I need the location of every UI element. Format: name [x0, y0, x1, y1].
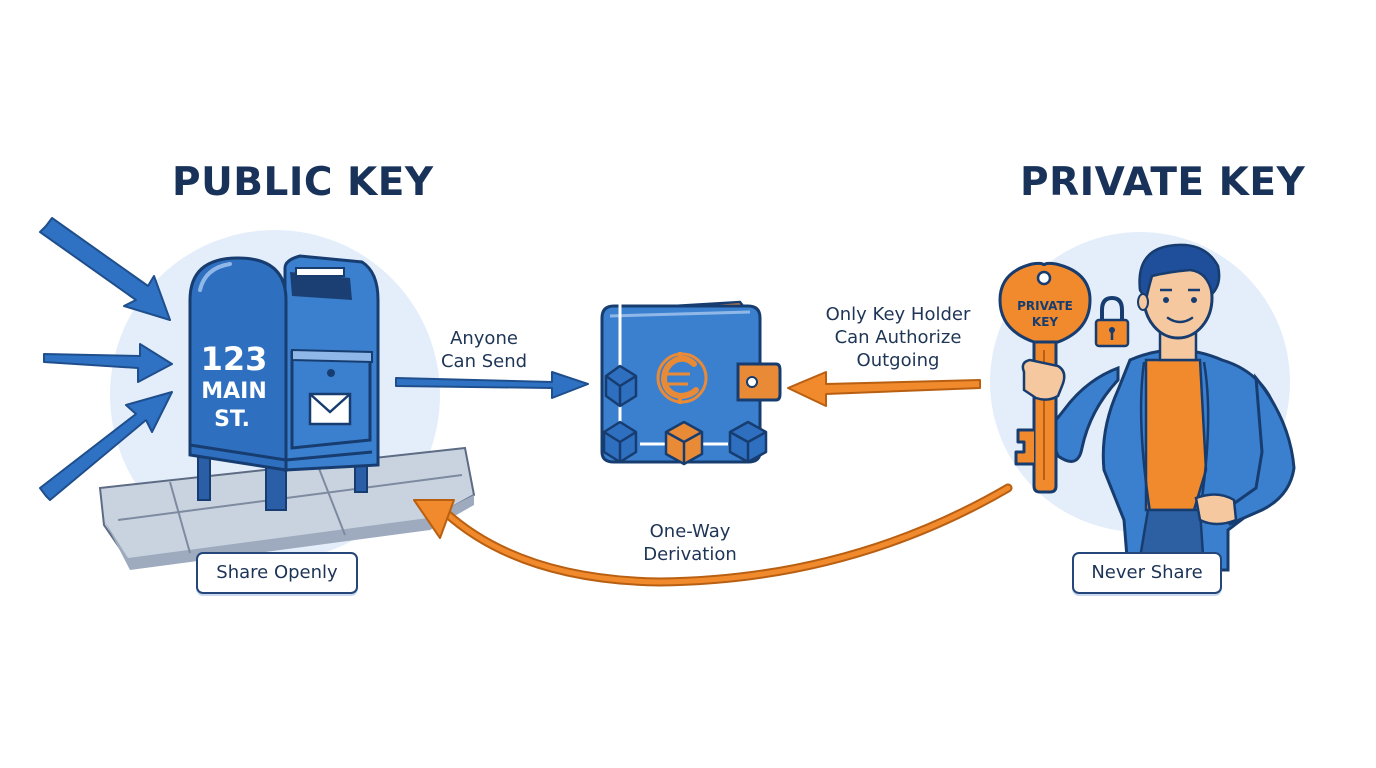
mailbox-address-line1: 123: [201, 340, 268, 378]
mailbox-icon: 123 MAIN ST.: [188, 254, 380, 511]
crypto-wallet-icon: [600, 300, 782, 466]
incoming-arrows: [39, 217, 173, 501]
derivation-arrow: [413, 483, 1013, 587]
only-key-holder-line1: Only Key Holder: [825, 304, 971, 325]
share-openly-badge: Share Openly: [196, 552, 358, 594]
only-key-holder-label: Only Key Holder Can Authorize Outgoing: [808, 303, 988, 372]
hand: [1021, 358, 1066, 401]
only-key-holder-line3: Outgoing: [856, 350, 940, 371]
key-icon: PRIVATE KEY: [998, 261, 1092, 494]
one-way-line2: Derivation: [643, 544, 737, 565]
one-way-derivation-label: One-Way Derivation: [630, 520, 750, 566]
anyone-can-send-line1: Anyone: [450, 328, 518, 349]
envelope-icon: [308, 392, 352, 426]
anyone-can-send-line2: Can Send: [440, 351, 528, 372]
never-share-badge: Never Share: [1072, 552, 1222, 594]
one-way-line1: One-Way: [649, 521, 731, 542]
mailbox-address-line3: ST.: [214, 407, 250, 432]
send-arrow: [395, 371, 589, 399]
public-key-title: PUBLIC KEY: [172, 160, 434, 205]
padlock-icon: [1094, 295, 1130, 348]
authorize-arrow: [787, 371, 981, 407]
anyone-can-send-label: Anyone Can Send: [434, 327, 534, 373]
key-label-line1: PRIVATE: [1017, 299, 1073, 313]
private-key-title: PRIVATE KEY: [1020, 160, 1306, 205]
person-icon: [1046, 243, 1296, 572]
key-label-line2: KEY: [1032, 315, 1058, 329]
only-key-holder-line2: Can Authorize: [834, 327, 962, 348]
mailbox-address-line2: MAIN: [201, 379, 267, 404]
